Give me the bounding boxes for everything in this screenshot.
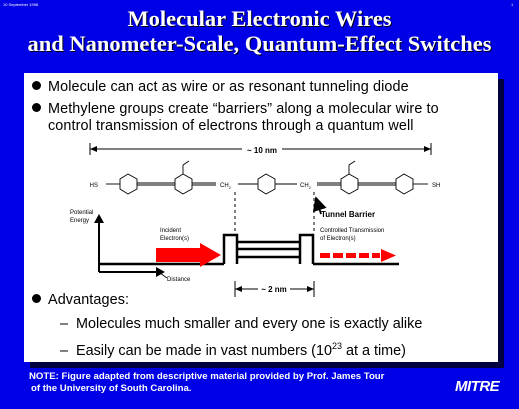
potential-energy-label-1: Potential [70, 210, 93, 216]
date-stamp: 10 September 1998 [3, 2, 39, 7]
title-line-2: and Nanometer-Scale, Quantum-Effect Swit… [27, 31, 492, 56]
distance-label: Distance [167, 277, 191, 283]
bullet-2: Methylene groups create “barriers” along… [32, 101, 439, 118]
bullet-dot-icon [32, 294, 41, 303]
incident-label-2: Electron(s) [160, 236, 189, 242]
footer-note-line-1: NOTE: Figure adapted from descriptive ma… [29, 371, 385, 382]
advantage-item-2: –Easily can be made in vast numbers (102… [60, 341, 406, 359]
bullet-dot-icon [32, 103, 41, 112]
incident-label-1: Incident [160, 228, 181, 234]
bullet-1: Molecule can act as wire or as resonant … [32, 79, 409, 96]
bullet-2-continued: control transmission of electrons throug… [48, 118, 414, 134]
tunnel-barrier-arrow-icon [312, 196, 327, 215]
controlled-transmission-label-1: Controlled Transmission [320, 228, 384, 234]
title-line-1: Molecular Electronic Wires [127, 6, 392, 31]
hs-label: HS [90, 183, 98, 189]
axis-arrow-up-icon [94, 214, 104, 223]
width-dimension-line [234, 281, 315, 297]
advantages-heading: Advantages: [32, 292, 129, 309]
sh-label: SH [432, 183, 440, 189]
tunnel-barrier-label: Tunnel Barrier [321, 210, 375, 219]
content-panel: Molecule can act as wire or as resonant … [24, 73, 498, 362]
molecule-structure [106, 160, 428, 195]
mitre-logo: MITRE [455, 378, 500, 395]
axis-arrow-right-icon [156, 267, 165, 277]
page-number: 1 [511, 2, 514, 7]
length-dimension-line [89, 143, 432, 155]
width-label: ~ 2 nm [261, 285, 287, 294]
ch2-left-label: CH2 [220, 183, 232, 190]
incident-electron-arrow-icon [156, 243, 221, 267]
slide-title: Molecular Electronic Wires and Nanometer… [0, 6, 519, 56]
footer-note-line-2: of the University of South Carolina. [31, 383, 192, 394]
potential-energy-label-2: Energy [70, 218, 89, 224]
ch2-right-label: CH2 [300, 183, 312, 190]
footer-note: NOTE: Figure adapted from descriptive ma… [29, 371, 384, 395]
controlled-transmission-label-2: of Electron(s) [320, 236, 356, 242]
molecule-diagram: ~ 10 nm HS SH CH2 CH2 [70, 143, 440, 297]
bullet-dot-icon [32, 81, 41, 90]
advantage-item-1: –Molecules much smaller and every one is… [60, 316, 423, 332]
length-label: ~ 10 nm [247, 146, 277, 155]
transmitted-electron-arrow-icon [320, 249, 396, 262]
